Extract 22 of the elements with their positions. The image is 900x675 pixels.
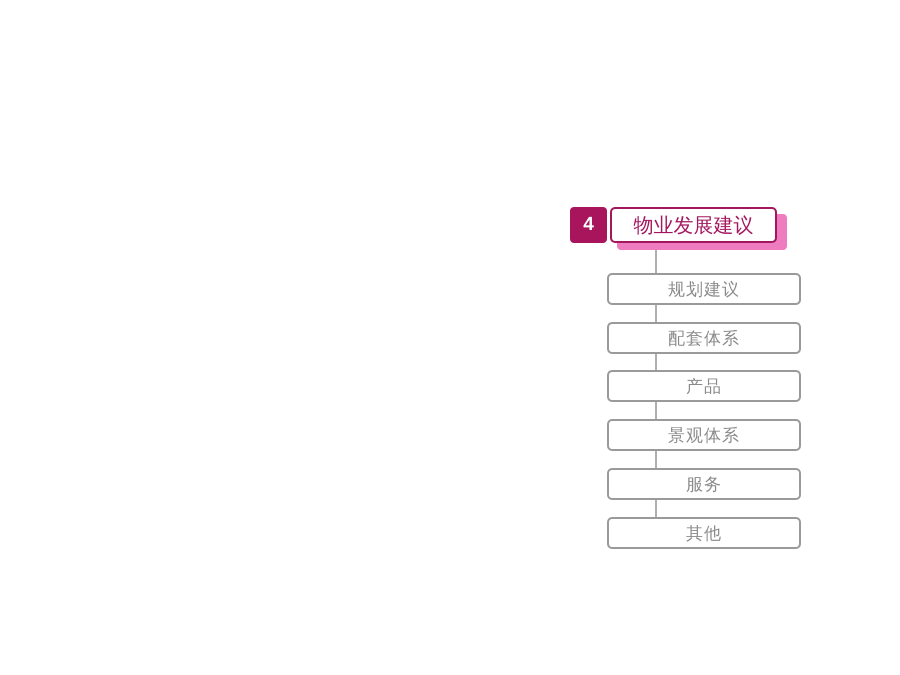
connector-line xyxy=(655,500,657,517)
item-box xyxy=(607,419,801,451)
item-label: 规划建议 xyxy=(668,278,740,300)
title-box xyxy=(610,207,787,250)
item-box xyxy=(607,468,801,500)
item-box xyxy=(607,273,801,305)
item-label: 其他 xyxy=(686,522,722,544)
item-label: 景观体系 xyxy=(668,424,740,446)
connector-line xyxy=(655,354,657,370)
connector-line xyxy=(655,402,657,419)
item-box xyxy=(607,517,801,549)
connector-line xyxy=(655,250,657,273)
connector-line xyxy=(655,305,657,322)
connector-line xyxy=(655,451,657,468)
item-box xyxy=(607,370,801,402)
item-box xyxy=(607,322,801,354)
item-label: 产品 xyxy=(686,376,722,398)
item-label: 服务 xyxy=(686,474,722,496)
item-label: 配套体系 xyxy=(668,328,740,350)
title-label: 物业发展建议 xyxy=(634,212,754,238)
number-badge xyxy=(570,207,607,243)
number-label: 4 xyxy=(583,214,594,236)
